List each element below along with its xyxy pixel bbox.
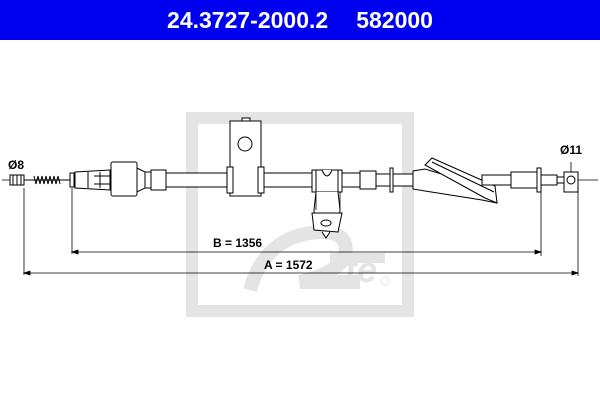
part-header: 24.3727-2000.2 582000	[0, 0, 600, 40]
dimension-b-label: B = 1356	[213, 236, 263, 250]
right-diameter-label: Ø11	[560, 143, 583, 157]
rubber-boot-icon	[412, 157, 498, 204]
right-end-eyelet-icon	[563, 171, 579, 193]
dimension-extension-lines	[23, 162, 579, 276]
ate-watermark-icon: te	[186, 112, 414, 317]
reference-number: 582000	[356, 6, 433, 33]
housing-cap-icon	[110, 161, 138, 197]
left-diameter-label: Ø8	[8, 158, 25, 172]
cable-diagram-svg: te	[2, 112, 598, 317]
spring-icon	[24, 172, 75, 188]
dimension-a-label: A = 1572	[264, 258, 313, 272]
part-number: 24.3727-2000.2	[167, 6, 329, 33]
mounting-bracket-icon	[226, 117, 265, 197]
cable-drawing: te	[0, 40, 600, 400]
svg-text:te: te	[345, 249, 377, 290]
dimension-a-line	[22, 270, 580, 276]
left-end-nipple-icon	[9, 174, 25, 186]
cable-clip-icon	[311, 169, 343, 239]
cable-sheath	[165, 172, 232, 188]
dimension-b-line	[70, 249, 543, 255]
collet-sleeve-icon	[74, 169, 111, 191]
